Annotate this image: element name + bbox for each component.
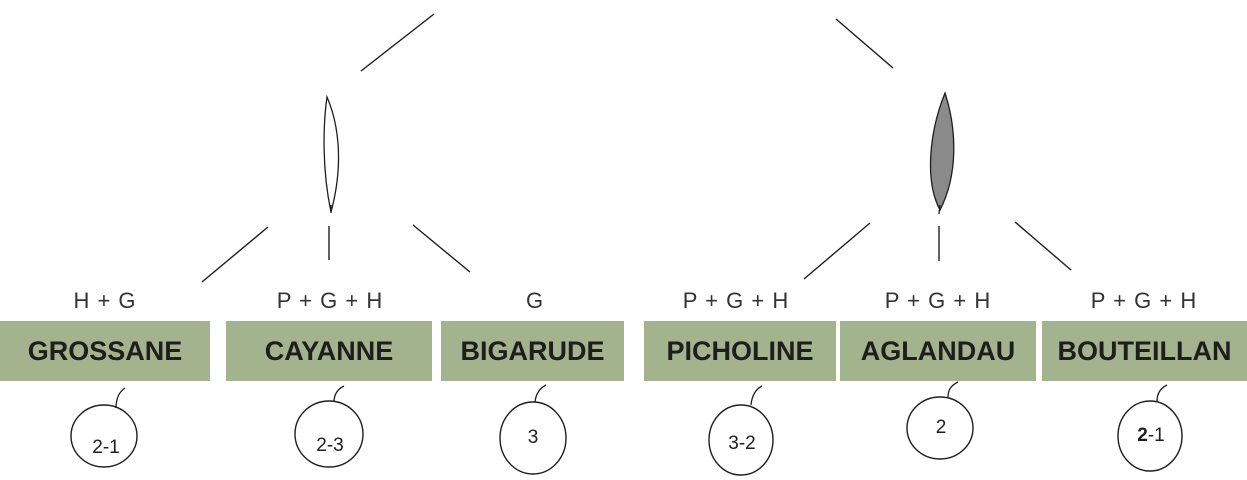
olive-fruit-icon <box>294 400 364 468</box>
variety-formula: P + G + H <box>276 288 384 313</box>
fruit-label-bold: 2 <box>1137 425 1148 446</box>
variety-formula: P + G + H <box>884 288 992 313</box>
olive-stem-icon <box>750 385 763 406</box>
connector-line <box>803 222 871 280</box>
olive-stem-icon <box>1156 384 1168 402</box>
fruit-label: 2-1 <box>1115 425 1187 447</box>
variety-formula: P + G + H <box>682 288 790 313</box>
leaf-icon-grey <box>929 91 955 212</box>
olive-stem-icon <box>947 381 959 398</box>
connector-line <box>1014 221 1072 271</box>
fruit-label: 3 <box>527 427 539 448</box>
variety-name-box: BIGARUDE <box>441 321 624 381</box>
olive-stem-icon <box>333 385 345 403</box>
variety-name-box: AGLANDAU <box>840 321 1036 381</box>
fruit-label: 2 <box>935 417 947 438</box>
leaf-icon-white <box>323 94 340 213</box>
fruit-label: 3-2 <box>728 433 756 454</box>
olive-fruit: 2-1 <box>1115 382 1187 474</box>
variety-name-box: GROSSANE <box>0 321 210 381</box>
olive-fruit: 2 <box>904 380 978 462</box>
variety-formula: H + G <box>73 288 137 313</box>
fruit-label: 2-1 <box>92 437 120 458</box>
variety-name-box: CAYANNE <box>226 321 432 381</box>
leaf-stem <box>938 204 941 215</box>
fruit-label-rest: -1 <box>1147 425 1165 446</box>
olive-fruit-icon <box>708 404 774 476</box>
olive-fruit-icon <box>499 401 567 475</box>
variety-formula: G <box>525 288 545 313</box>
olive-fruit-icon <box>906 396 974 460</box>
connector-line <box>835 18 894 69</box>
olive-fruit: 2-1 <box>67 384 145 470</box>
olive-fruit: 3 <box>498 382 568 476</box>
connector-line <box>360 13 435 72</box>
olive-fruit: 2-3 <box>292 384 368 470</box>
variety-formula: P + G + H <box>1090 288 1198 313</box>
variety-name-box: PICHOLINE <box>644 321 836 381</box>
olive-fruit: 3-2 <box>707 383 777 477</box>
connector-line <box>201 226 269 283</box>
variety-name-box: BOUTEILLAN <box>1042 321 1247 381</box>
fruit-label: 2-3 <box>316 435 344 456</box>
connector-line <box>412 224 471 273</box>
olive-fruit-icon <box>1117 400 1183 472</box>
olive-fruit-icon <box>70 404 138 468</box>
olive-stem-icon <box>534 384 547 403</box>
olive-stem-icon <box>115 387 126 409</box>
